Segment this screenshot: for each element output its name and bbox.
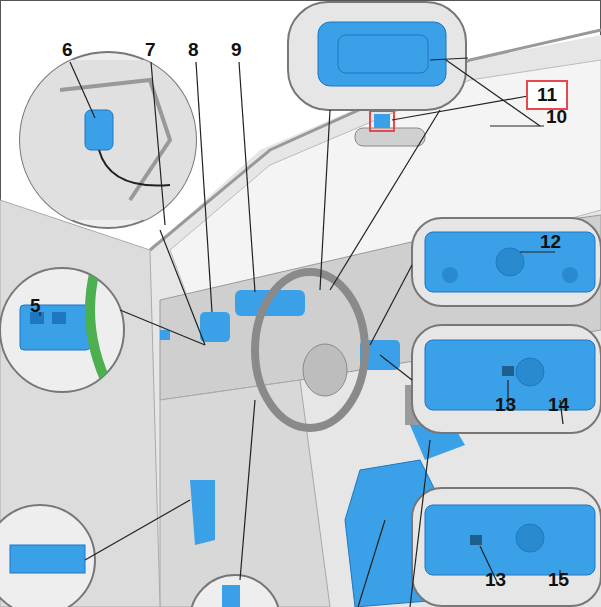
callout-number: 14 <box>548 395 569 415</box>
callout-number: 10 <box>546 107 567 127</box>
callout-number: 8 <box>188 40 199 60</box>
callout-number: 15 <box>548 570 569 590</box>
callout-box: 11 <box>526 80 568 110</box>
callout-number: 12 <box>540 232 561 252</box>
callout-number: 5 <box>30 296 41 316</box>
callout-number: 13 <box>495 395 516 415</box>
callout-number: 6 <box>62 40 73 60</box>
vent-blue <box>200 312 230 342</box>
callout-number: 11 <box>537 85 557 105</box>
callout-number: 7 <box>145 40 156 60</box>
callout-number: 9 <box>231 40 242 60</box>
callout-number: 13 <box>485 570 506 590</box>
